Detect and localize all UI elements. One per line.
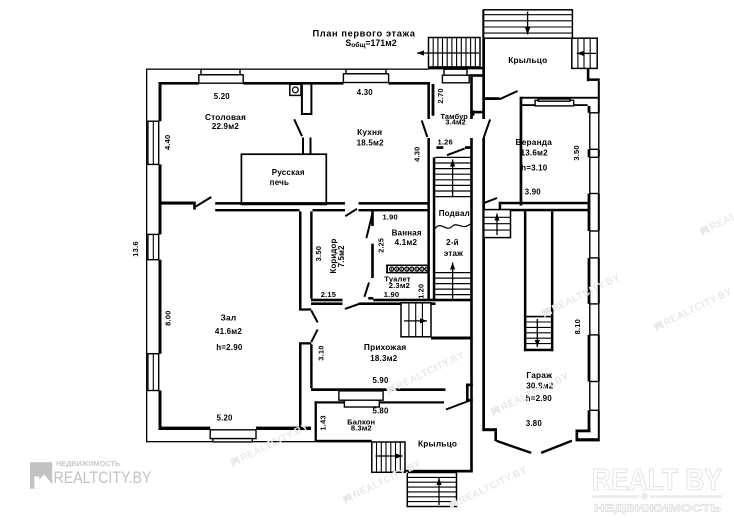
svg-text:3.50: 3.50 bbox=[572, 145, 581, 160]
svg-text:Зал: Зал bbox=[221, 313, 237, 323]
svg-text:Русская: Русская bbox=[272, 168, 305, 177]
svg-text:3.50: 3.50 bbox=[314, 246, 323, 261]
svg-text:1.20: 1.20 bbox=[416, 284, 425, 299]
svg-text:Коридор: Коридор bbox=[329, 238, 338, 273]
svg-text:22.9м2: 22.9м2 bbox=[212, 122, 239, 131]
svg-text:3.80: 3.80 bbox=[526, 419, 542, 428]
svg-text:5.80: 5.80 bbox=[373, 406, 389, 415]
svg-text:1.90: 1.90 bbox=[384, 290, 399, 299]
svg-text:НЕДВИЖИМОСТЬ: НЕДВИЖИМОСТЬ bbox=[56, 459, 121, 468]
svg-text:2.3м2: 2.3м2 bbox=[389, 281, 410, 290]
svg-text:План первого этажа: План первого этажа bbox=[312, 29, 415, 39]
svg-text:7.5м2: 7.5м2 bbox=[337, 245, 346, 267]
svg-text:этаж: этаж bbox=[444, 249, 463, 258]
svg-text:5.20: 5.20 bbox=[217, 413, 233, 422]
svg-text:Ванная: Ванная bbox=[392, 229, 422, 238]
svg-text:5.20: 5.20 bbox=[214, 92, 230, 101]
svg-text:Тамбур: Тамбур bbox=[440, 112, 468, 121]
svg-text:Крыльцо: Крыльцо bbox=[418, 439, 457, 449]
svg-text:НЕДВИЖИМОСТЬ: НЕДВИЖИМОСТЬ bbox=[594, 503, 722, 515]
svg-text:30.8м2: 30.8м2 bbox=[526, 381, 553, 390]
svg-text:18.5м2: 18.5м2 bbox=[357, 139, 384, 148]
svg-text:Веранда: Веранда bbox=[516, 137, 553, 147]
svg-text:2-й: 2-й bbox=[446, 238, 459, 247]
svg-text:3.10: 3.10 bbox=[316, 345, 325, 360]
svg-text:4.30: 4.30 bbox=[412, 146, 421, 161]
svg-text:1.26: 1.26 bbox=[437, 137, 452, 146]
svg-text:8.10: 8.10 bbox=[573, 319, 582, 334]
svg-text:REALTCITY.BY: REALTCITY.BY bbox=[54, 469, 152, 487]
svg-text:Подвал: Подвал bbox=[439, 209, 470, 218]
svg-text:41.6м2: 41.6м2 bbox=[215, 327, 242, 336]
svg-text:8.00: 8.00 bbox=[164, 310, 173, 325]
svg-text:4.1м2: 4.1м2 bbox=[395, 238, 418, 247]
svg-text:Sобщ=171м2: Sобщ=171м2 bbox=[345, 38, 396, 48]
svg-text:h=3.10: h=3.10 bbox=[521, 164, 548, 173]
svg-text:5.90: 5.90 bbox=[373, 376, 389, 385]
svg-text:1.43: 1.43 bbox=[319, 415, 328, 430]
svg-text:Балкон: Балкон bbox=[347, 417, 375, 426]
svg-text:печь: печь bbox=[270, 178, 289, 187]
svg-text:3.4м2: 3.4м2 bbox=[445, 118, 465, 127]
svg-text:Прихожая: Прихожая bbox=[364, 342, 407, 352]
svg-text:3.90: 3.90 bbox=[525, 187, 541, 196]
svg-text:8.3м2: 8.3м2 bbox=[351, 424, 372, 433]
svg-text:2.15: 2.15 bbox=[321, 290, 336, 299]
svg-text:2.70: 2.70 bbox=[436, 88, 445, 103]
svg-text:h=2.90: h=2.90 bbox=[526, 394, 553, 403]
svg-text:Кухня: Кухня bbox=[357, 127, 382, 137]
svg-text:4.30: 4.30 bbox=[357, 88, 373, 97]
svg-text:Туалет: Туалет bbox=[384, 275, 411, 284]
svg-text:13.6: 13.6 bbox=[131, 241, 140, 256]
svg-text:Гараж: Гараж bbox=[526, 370, 552, 380]
svg-text:4.40: 4.40 bbox=[163, 135, 172, 150]
svg-text:Крыльцо: Крыльцо bbox=[508, 55, 547, 65]
svg-text:18.3м2: 18.3м2 bbox=[370, 354, 397, 363]
svg-text:h=2.90: h=2.90 bbox=[216, 343, 243, 352]
svg-text:13.6м2: 13.6м2 bbox=[521, 148, 548, 157]
svg-text:2.25: 2.25 bbox=[376, 238, 385, 253]
svg-text:Столовая: Столовая bbox=[205, 112, 246, 122]
svg-text:REALT BY: REALT BY bbox=[592, 462, 722, 497]
svg-text:1.90: 1.90 bbox=[382, 213, 397, 222]
